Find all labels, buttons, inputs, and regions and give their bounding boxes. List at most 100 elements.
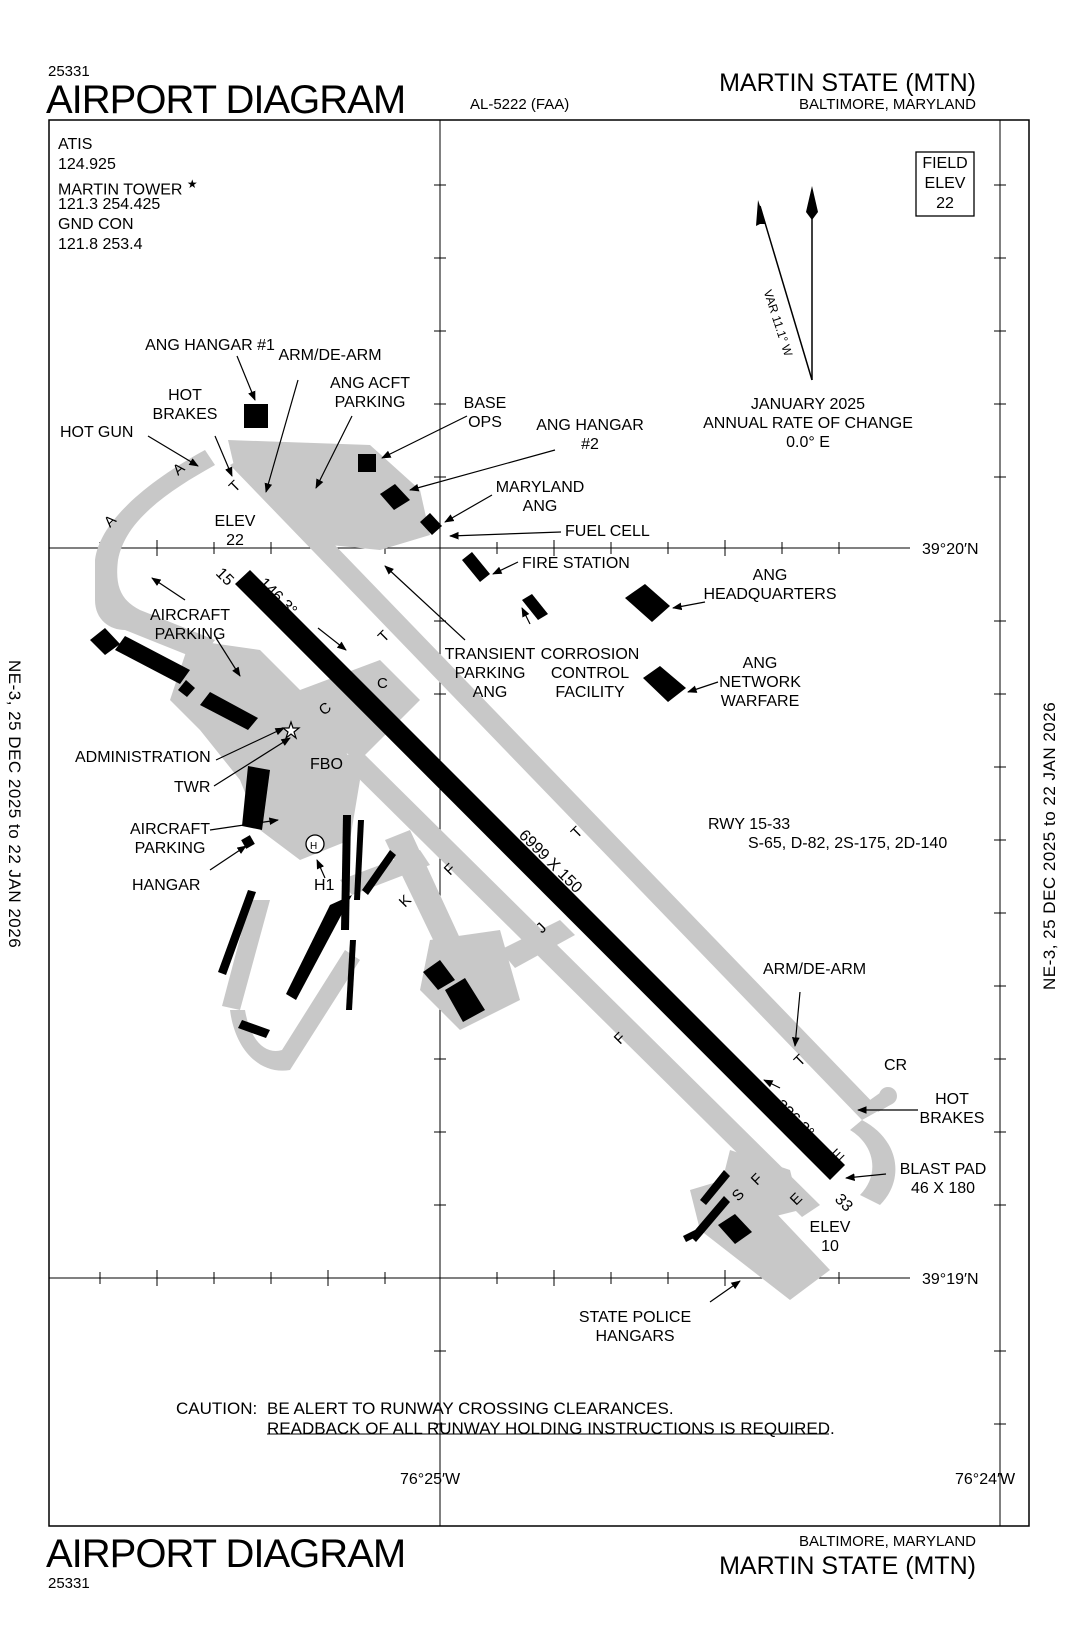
doc-code: AL-5222 (FAA) bbox=[470, 96, 570, 113]
ang-hangar-2 bbox=[380, 484, 410, 510]
t-hangar-5 bbox=[346, 940, 356, 1010]
helipad-icon bbox=[305, 834, 325, 854]
lon-east-label: 76°24′W bbox=[955, 1471, 1016, 1488]
sw-taxilane-1 bbox=[222, 900, 270, 1010]
caution-line1: BE ALERT TO RUNWAY CROSSING CLEARANCES. bbox=[267, 1399, 674, 1418]
taxiway-t bbox=[230, 455, 880, 1120]
magvar-date: JANUARY 2025 bbox=[750, 396, 866, 413]
field-elev-line2: ELEV bbox=[924, 175, 966, 192]
runway-end-15: 15 bbox=[212, 565, 237, 590]
aircraft-parking-1-label: AIRCRAFT PARKING bbox=[150, 607, 230, 643]
cr-label: CR bbox=[884, 1057, 908, 1074]
ang-network bbox=[643, 666, 686, 702]
administration-label: ADMINISTRATION bbox=[75, 749, 211, 766]
t-hangar-2 bbox=[354, 820, 364, 900]
sp-hangar-4 bbox=[690, 1196, 730, 1242]
buildings bbox=[90, 404, 752, 1244]
tower-label: MARTIN TOWER ★ bbox=[58, 177, 198, 199]
ang-network-label: ANG NETWORK WARFARE bbox=[719, 655, 801, 710]
base-ops bbox=[358, 454, 376, 472]
ground-label: GND CON bbox=[58, 216, 134, 233]
airport-name-top: MARTIN STATE (MTN) bbox=[719, 69, 976, 97]
side-note-left: NE-3, 25 DEC 2025 to 22 JAN 2026 bbox=[5, 660, 24, 949]
grid-ticks bbox=[99, 184, 1006, 1425]
field-elev-value: 22 bbox=[936, 195, 954, 212]
se-apron-2 bbox=[720, 1150, 800, 1220]
sw-hangar-bottom bbox=[238, 1020, 270, 1038]
west-hangar-2 bbox=[115, 636, 190, 684]
ang-hangar-1 bbox=[244, 404, 268, 428]
taxiway-f bbox=[340, 748, 820, 1217]
magvar-rate-value: 0.0° E bbox=[786, 434, 830, 451]
arm-dearm-south-label: ARM/DE-ARM bbox=[763, 961, 867, 978]
c-junction bbox=[300, 660, 420, 760]
fbo-label: FBO bbox=[310, 756, 343, 773]
elev-nw-label: ELEV bbox=[214, 513, 256, 530]
t-hangar-3 bbox=[362, 850, 396, 895]
title-top: AIRPORT DIAGRAM bbox=[46, 78, 406, 122]
corrosion-control bbox=[522, 594, 548, 620]
diagram-frame bbox=[48, 119, 1030, 1527]
lat-north-label: 39°20′N bbox=[922, 541, 979, 558]
lon-west-label: 76°25′W bbox=[400, 1471, 461, 1488]
taxiway-label-t1: T bbox=[226, 477, 245, 496]
lat-south-label: 39°19′N bbox=[922, 1271, 979, 1288]
state-police-label: STATE POLICE HANGARS bbox=[578, 1309, 692, 1345]
side-note-right: NE-3, 25 DEC 2025 to 22 JAN 2026 bbox=[1040, 701, 1059, 990]
elev-nw-value: 22 bbox=[226, 532, 244, 549]
tower-star-icon bbox=[281, 720, 301, 740]
runway-15-33 bbox=[235, 570, 845, 1180]
ground-frequency: 121.8 253.4 bbox=[58, 236, 143, 253]
se-loop bbox=[850, 1120, 896, 1205]
sw-taxilane-2 bbox=[340, 850, 430, 895]
magvar-rate-label: ANNUAL RATE OF CHANGE bbox=[703, 415, 913, 432]
t-hangar-4 bbox=[286, 895, 352, 1000]
fuel-cell-label: FUEL CELL bbox=[565, 523, 650, 540]
transient-parking-label: TRANSIENT PARKING ANG bbox=[444, 646, 536, 701]
cr-stub bbox=[870, 1090, 892, 1112]
west-hangar-4 bbox=[200, 692, 258, 730]
city-state-bottom: BALTIMORE, MARYLAND bbox=[799, 1533, 976, 1550]
runway-end-33: 33 bbox=[831, 1191, 856, 1216]
blast-pad-dims: 46 X 180 bbox=[910, 1180, 976, 1197]
runway-strength: S-65, D-82, 2S-175, 2D-140 bbox=[748, 835, 948, 852]
maryland-ang bbox=[420, 513, 442, 535]
ang-acft-parking-label: ANG ACFT PARKING bbox=[329, 375, 410, 411]
field-elev-line1: FIELD bbox=[922, 155, 968, 172]
west-hangar-3 bbox=[178, 680, 195, 697]
hot-brakes-north-label: HOT BRAKES bbox=[152, 387, 218, 423]
airport-name-bottom: MARTIN STATE (MTN) bbox=[719, 1552, 976, 1580]
chart-id-bottom: 25331 bbox=[48, 1575, 90, 1592]
caution-prefix: CAUTION: bbox=[176, 1399, 258, 1418]
ang-hq-label: ANG HEADQUARTERS bbox=[703, 567, 837, 603]
blast-pad-label: BLAST PAD bbox=[899, 1161, 987, 1178]
corrosion-control-label: CORROSION CONTROL FACILITY bbox=[540, 646, 640, 701]
small-hangar bbox=[241, 835, 255, 849]
atis-frequency: 124.925 bbox=[58, 156, 116, 173]
taxiway-label-c1: C bbox=[377, 675, 388, 692]
sp-hangar-1 bbox=[718, 1214, 752, 1244]
maryland-ang-label: MARYLAND ANG bbox=[495, 479, 585, 515]
aircraft-parking-2-label: AIRCRAFT PARKING bbox=[130, 821, 210, 857]
base-ops-label: BASE OPS bbox=[463, 395, 507, 431]
tower-frequency: 121.3 254.425 bbox=[58, 196, 161, 213]
ang-hangar-2-label: ANG HANGAR #2 bbox=[536, 417, 644, 453]
south-apron bbox=[420, 930, 520, 1030]
mag-north-head-icon bbox=[756, 200, 766, 226]
south-hangar-a bbox=[423, 960, 455, 990]
title-bottom: AIRPORT DIAGRAM bbox=[46, 1532, 406, 1576]
sw-hangar-long bbox=[218, 890, 256, 975]
twr-label: TWR bbox=[174, 779, 211, 796]
helipad-symbol: H bbox=[310, 841, 317, 852]
west-apron bbox=[170, 640, 360, 860]
sp-hangar-3 bbox=[700, 1170, 730, 1205]
atis-label: ATIS bbox=[58, 136, 93, 153]
twr-building bbox=[242, 766, 270, 830]
ang-hq bbox=[625, 584, 670, 622]
elev-se-value: 10 bbox=[821, 1238, 839, 1255]
pavement bbox=[95, 440, 897, 1300]
tower-star-mark: ★ bbox=[186, 177, 198, 191]
west-hangar-1 bbox=[90, 628, 120, 655]
leader-lines bbox=[147, 355, 918, 1303]
